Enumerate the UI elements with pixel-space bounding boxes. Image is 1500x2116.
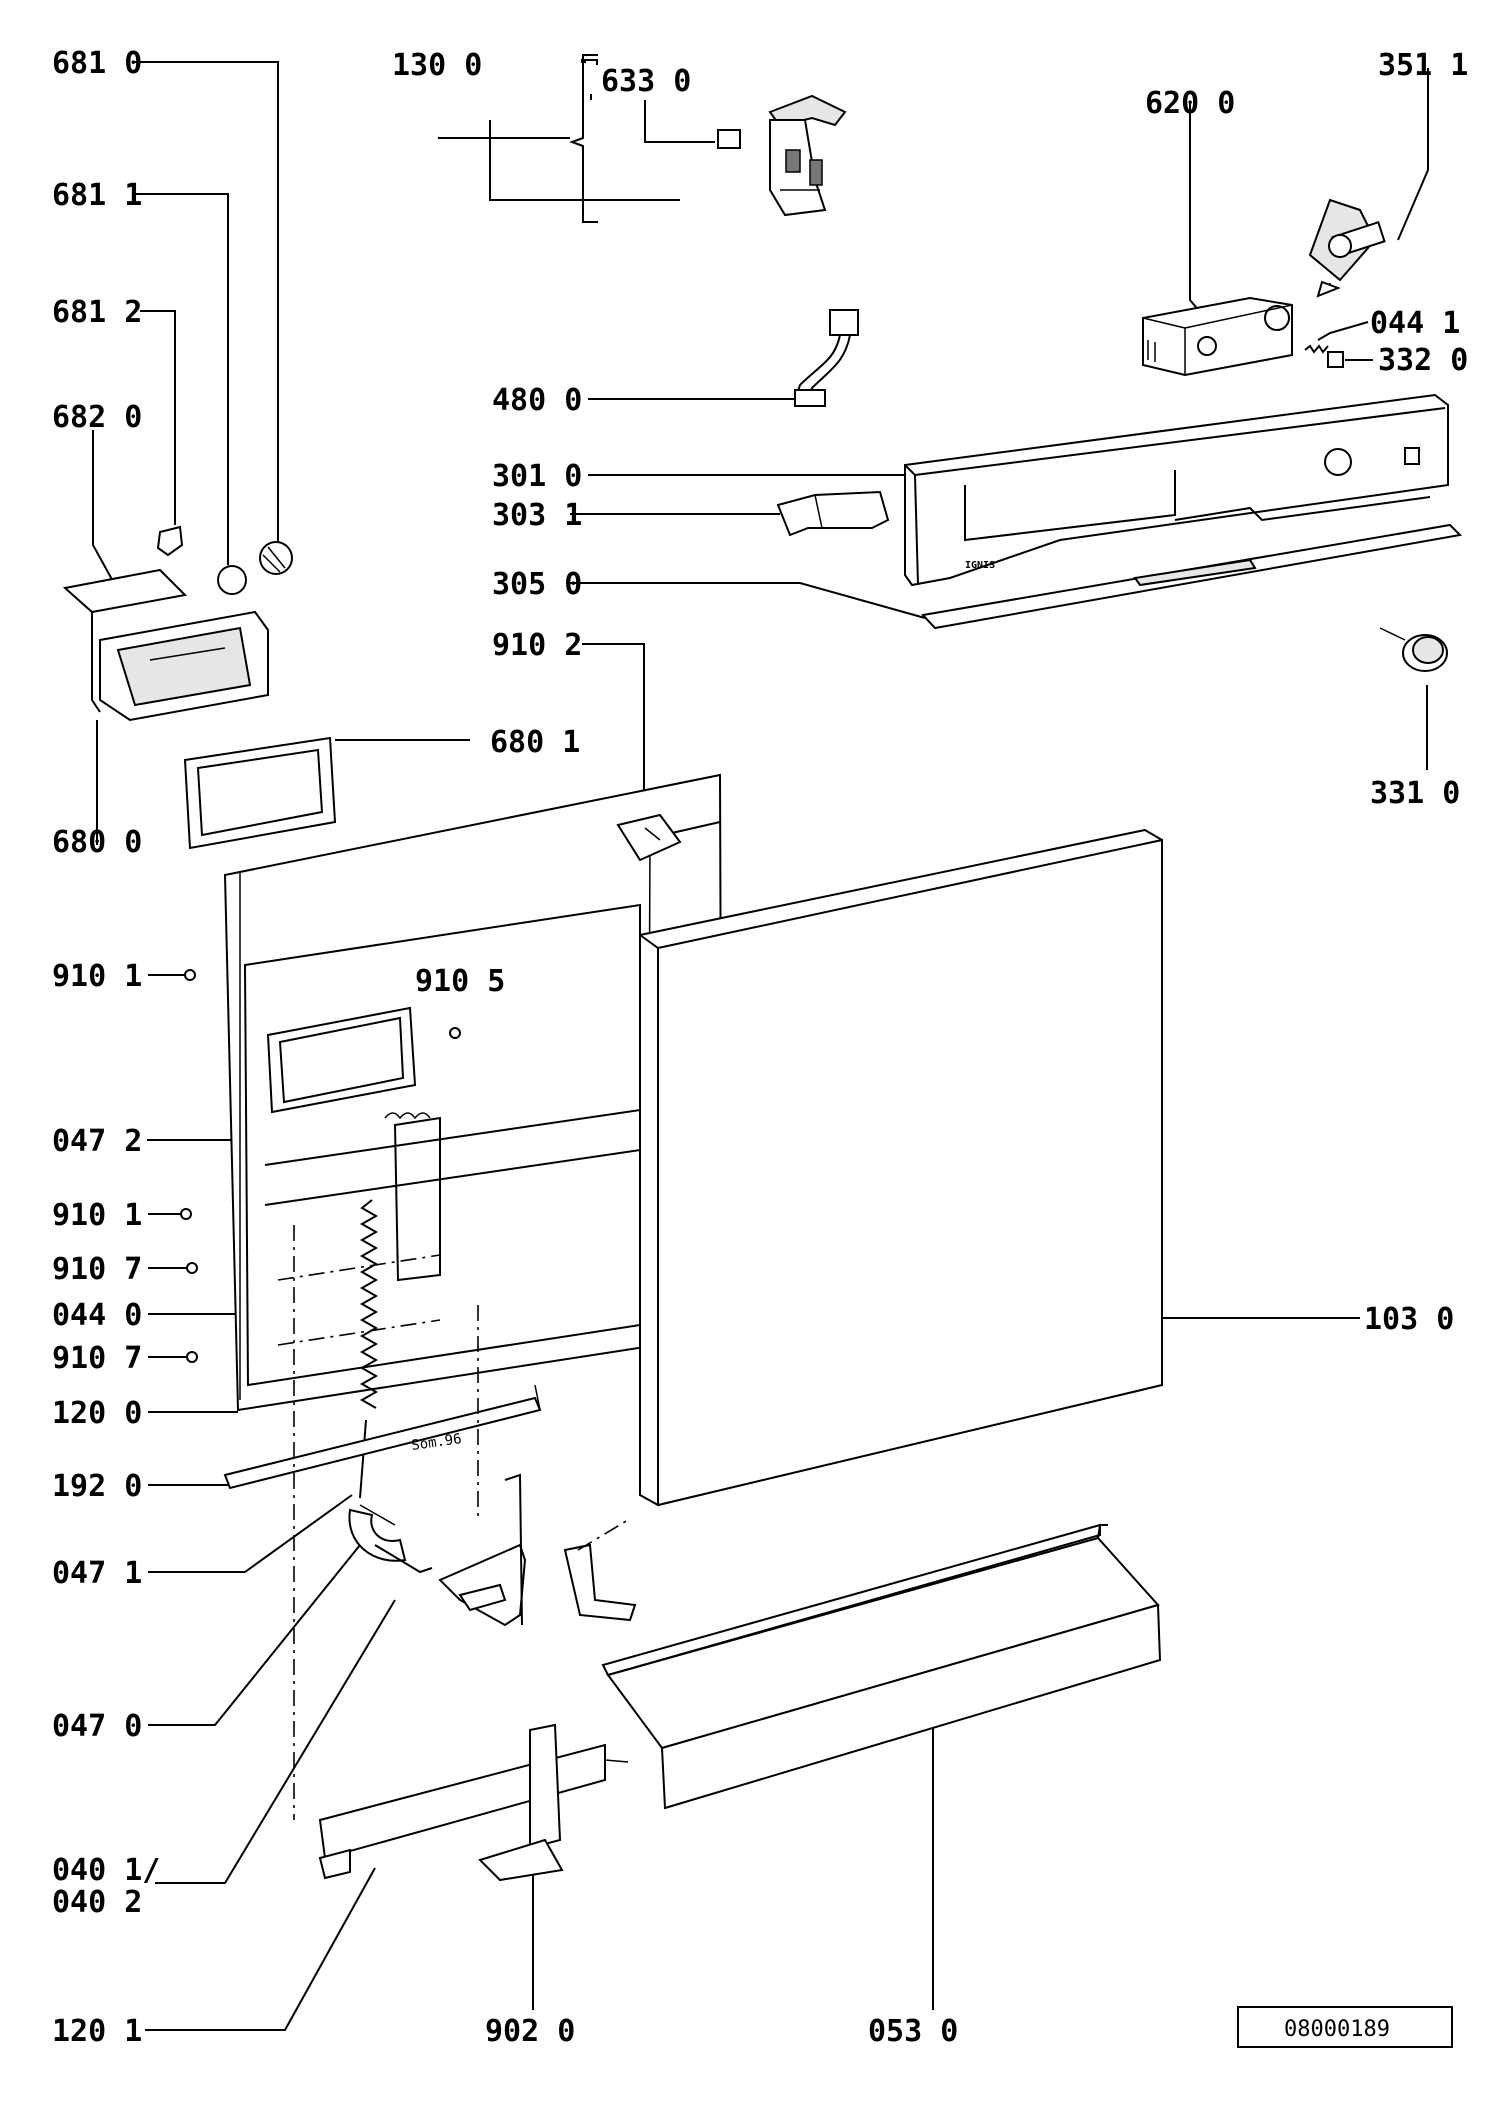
door-rail: Som.96 [223,1384,542,1490]
control-panel: IGNIS [904,393,1449,587]
label-120-0: 120 0 [52,1396,142,1431]
label-910-1-lower: 910 1 [52,1198,142,1233]
dispenser-gasket [183,736,337,850]
label-910-2: 910 2 [492,628,582,663]
label-192-0: 192 0 [52,1469,142,1504]
label-910-7-upper: 910 7 [52,1252,142,1287]
door-handle [776,490,890,537]
part-labels: 681 0 681 1 681 2 682 0 680 0 680 1 130 … [52,46,1468,2049]
label-303-1: 303 1 [492,498,582,533]
label-044-1: 044 1 [1370,306,1460,341]
kick-plate [601,1523,1162,1810]
drawing-number: 08000189 [1284,2017,1390,2042]
door-dispenser-opening [266,1006,417,1114]
wire-harness [794,309,859,407]
door-latch [717,94,847,217]
label-682-0: 682 0 [52,400,142,435]
label-040-1: 040 1/ [52,1853,160,1888]
support-bracket [478,1723,564,1882]
label-633-0: 633 0 [601,64,691,99]
label-680-0: 680 0 [52,825,142,860]
knob-shaft [1308,198,1386,298]
label-130-0: 130 0 [392,48,482,83]
label-103-0: 103 0 [1364,1302,1454,1337]
label-681-1: 681 1 [52,178,142,213]
label-305-0: 305 0 [492,567,582,602]
brand-logo: IGNIS [965,560,995,571]
label-120-1: 120 1 [52,2014,142,2049]
door-spring [359,1199,379,1499]
label-620-0: 620 0 [1145,86,1235,121]
hinge-plates [438,1473,637,1627]
label-053-0: 053 0 [868,2014,958,2049]
label-301-0: 301 0 [492,459,582,494]
hinge-arm [348,1504,433,1574]
label-047-1: 047 1 [52,1556,142,1591]
outer-door-panel [639,828,1163,1507]
label-040-2: 040 2 [52,1885,142,1920]
label-047-0: 047 0 [52,1709,142,1744]
programmer-timer [1142,296,1293,377]
date-stamp: Som.96 [410,1431,462,1454]
label-351-1: 351 1 [1378,48,1468,83]
label-910-5: 910 5 [415,964,505,999]
assembly-bracket [569,54,598,223]
label-902-0: 902 0 [485,2014,575,2049]
label-680-1: 680 1 [490,725,580,760]
drawing-number-box: 08000189 [1237,2006,1453,2048]
label-681-0: 681 0 [52,46,142,81]
label-331-0: 331 0 [1370,776,1460,811]
label-910-1-upper: 910 1 [52,959,142,994]
screws [180,969,461,1363]
label-047-2: 047 2 [52,1124,142,1159]
control-strip [921,523,1463,630]
hinge-bracket [616,813,682,862]
label-332-0: 332 0 [1378,343,1468,378]
label-681-2: 681 2 [52,295,142,330]
dispenser-small-parts [156,525,293,595]
small-spring-and-nut [1304,344,1344,368]
alignment-lines [277,1225,629,1820]
label-044-0: 044 0 [52,1298,142,1333]
label-480-0: 480 0 [492,383,582,418]
lower-door-bracket [318,1743,629,1880]
label-910-7-lower: 910 7 [52,1341,142,1376]
detergent-dispenser [62,568,269,722]
selector-knob [1379,627,1448,672]
